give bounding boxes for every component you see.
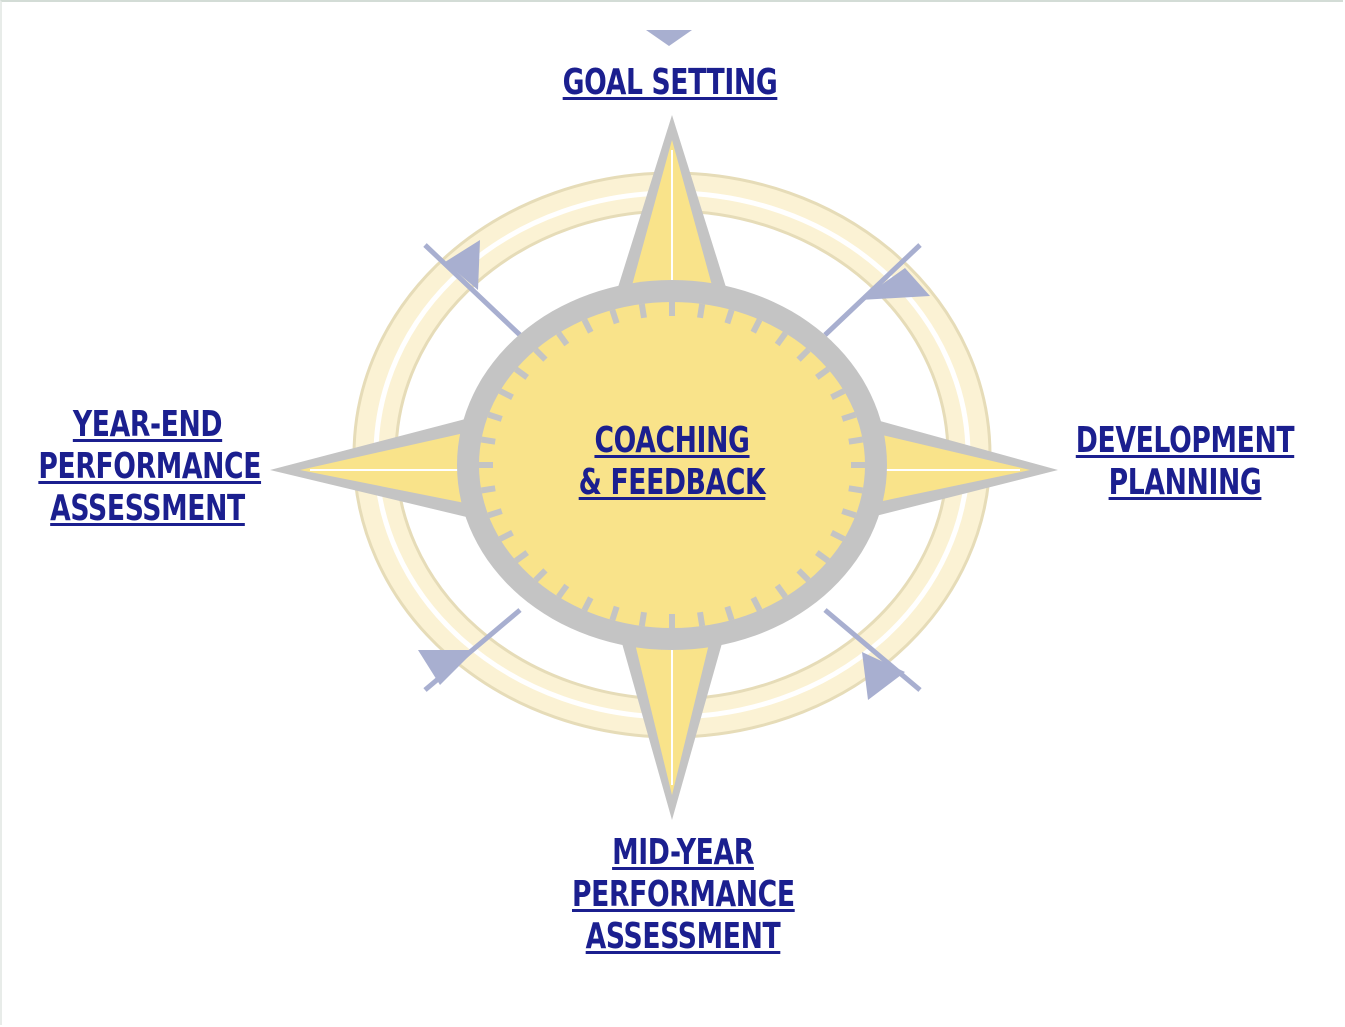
mid-year-line3: ASSESSMENT [585,916,781,957]
tick-mark [609,605,620,621]
tick-mark [724,309,735,325]
tick-mark [514,550,529,564]
tick-mark [609,309,620,325]
arrow-ne-icon [860,268,930,300]
year-end-assessment-link[interactable]: YEAR-END PERFORMANCE ASSESSMENT [38,404,262,530]
tick-mark [796,568,811,583]
mid-year-line1: MID-YEAR [612,832,754,873]
tick-mark [697,303,706,319]
tick-mark [815,550,830,564]
tick-mark [815,366,830,380]
arrow-nw-icon [445,240,480,290]
tick-mark [498,529,514,542]
tick-mark [750,318,763,334]
coaching-line2: & FEEDBACK [578,462,766,503]
tick-mark [830,529,846,542]
development-planning-link[interactable]: DEVELOPMENT PLANNING [1074,420,1296,504]
year-end-line3: ASSESSMENT [50,488,245,529]
tick-mark [848,436,864,445]
arrow-sw-icon [418,650,475,685]
center-medallion [457,280,887,650]
year-end-line2: PERFORMANCE [38,446,262,487]
coaching-feedback-link[interactable]: COACHING & FEEDBACK [561,420,783,504]
tick-mark [848,485,864,494]
arrow-markers [418,30,930,700]
arrow-top-icon [646,30,692,46]
tick-mark [638,611,647,627]
arrow-se-icon [862,652,905,700]
tick-mark [487,508,503,519]
tick-mark [556,583,570,599]
tick-mark [581,596,594,612]
tick-mark [750,596,763,612]
year-end-line1: YEAR-END [72,404,223,445]
coaching-line1: COACHING [594,420,750,461]
development-line1: DEVELOPMENT [1075,420,1295,461]
tick-mark [774,331,788,347]
tick-mark [774,583,788,599]
mid-year-assessment-link[interactable]: MID-YEAR PERFORMANCE ASSESSMENT [572,832,795,958]
tick-mark [556,331,570,347]
tick-mark [796,347,811,362]
tick-mark [724,605,735,621]
tick-mark [581,318,594,334]
tick-mark [514,366,529,380]
goal-setting-line1: GOAL SETTING [562,62,778,103]
tick-mark [487,411,503,422]
tick-mark [841,411,857,422]
tick-mark [841,508,857,519]
tick-mark [697,611,706,627]
tick-mark [533,347,548,362]
tick-mark [498,388,514,401]
tick-mark [480,485,496,494]
tick-mark [638,303,647,319]
goal-setting-link[interactable]: GOAL SETTING [559,62,781,104]
development-line2: PLANNING [1108,462,1262,503]
tick-mark [830,388,846,401]
tick-mark [480,436,496,445]
mid-year-line2: PERFORMANCE [572,874,795,915]
tick-mark [533,568,548,583]
